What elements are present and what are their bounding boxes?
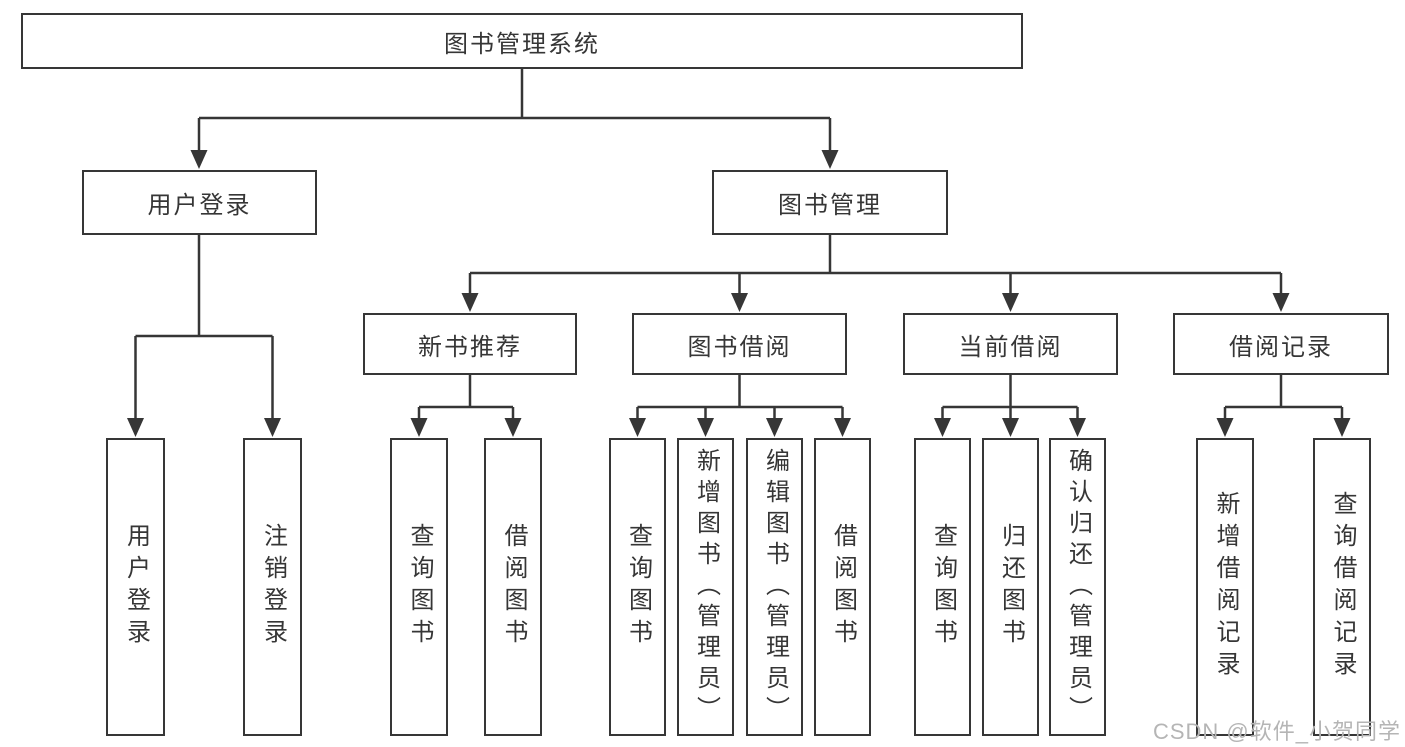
leaf-confirm-return-admin: 确认归还（管理员） (1049, 438, 1106, 736)
csdn-watermark: CSDN @软件_小贺同学 (1152, 719, 1401, 744)
node-new-book-recommendation: 新书推荐 (363, 313, 577, 375)
node-user-login: 用户登录 (82, 170, 317, 235)
node-current-borrowing: 当前借阅 (903, 313, 1118, 375)
node-book-management: 图书管理 (712, 170, 948, 235)
leaf-user-login: 用户登录 (106, 438, 165, 736)
leaf-borrow-borrow-books: 借阅图书 (814, 438, 871, 736)
leaf-return-books: 归还图书 (982, 438, 1039, 736)
node-borrowing-records: 借阅记录 (1173, 313, 1389, 375)
leaf-logout: 注销登录 (243, 438, 302, 736)
leaf-query-borrow-record: 查询借阅记录 (1313, 438, 1371, 736)
leaf-recommend-borrow-books: 借阅图书 (484, 438, 542, 736)
leaf-borrow-query-books: 查询图书 (609, 438, 666, 736)
leaf-edit-book-admin: 编辑图书（管理员） (746, 438, 803, 736)
leaf-add-book-admin: 新增图书（管理员） (677, 438, 734, 736)
leaf-recommend-query-books: 查询图书 (390, 438, 448, 736)
root-node-library-management-system: 图书管理系统 (21, 13, 1023, 69)
node-book-borrowing: 图书借阅 (632, 313, 847, 375)
leaf-current-query-books: 查询图书 (914, 438, 971, 736)
leaf-add-borrow-record: 新增借阅记录 (1196, 438, 1254, 736)
